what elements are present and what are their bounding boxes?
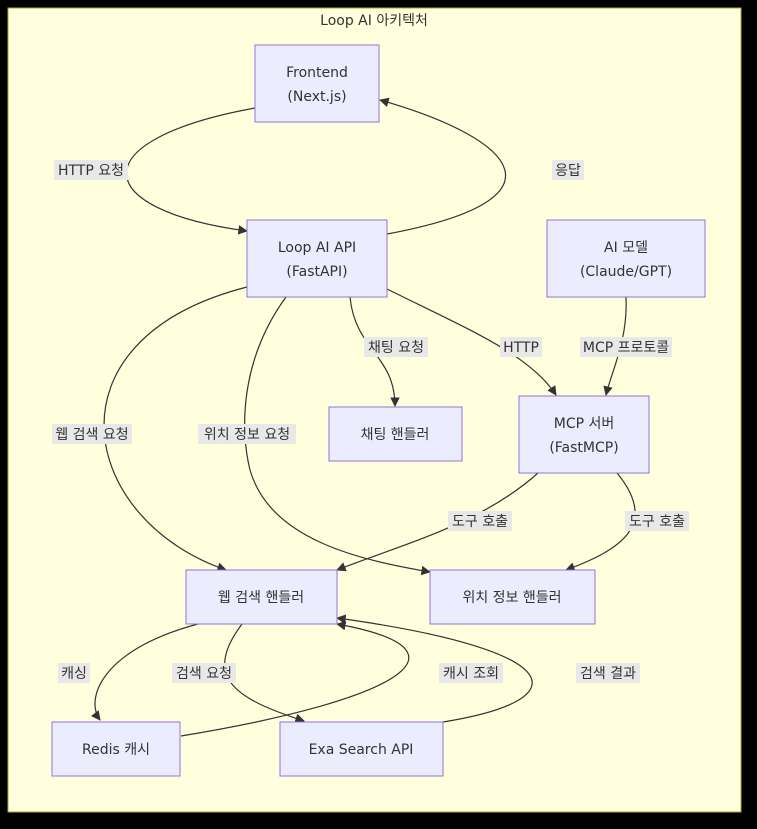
- svg-text:(Claude/GPT): (Claude/GPT): [580, 264, 672, 280]
- edge-webhandler-exa: [224, 623, 305, 723]
- svg-text:Loop AI API: Loop AI API: [278, 240, 356, 256]
- svg-text:웹 검색 요청: 웹 검색 요청: [55, 427, 128, 443]
- svg-text:Redis 캐시: Redis 캐시: [82, 742, 150, 758]
- diagram-title: Loop AI 아키텍처: [320, 13, 428, 29]
- svg-text:HTTP 요청: HTTP 요청: [58, 163, 124, 179]
- edge-exa-webhandler: [336, 614, 533, 723]
- label-search-request: 검색 요청: [172, 663, 236, 683]
- node-frontend[interactable]: Frontend (Next.js): [254, 44, 380, 123]
- edge-api-mcp: [386, 288, 557, 396]
- label-web-search-request: 웹 검색 요청: [52, 424, 132, 444]
- edge-redis-webhandler: [180, 620, 410, 737]
- label-chat-request: 채팅 요청: [364, 337, 428, 357]
- node-loop-ai-api[interactable]: Loop AI API (FastAPI): [246, 219, 388, 298]
- svg-text:MCP 서버: MCP 서버: [554, 416, 615, 432]
- svg-text:도구 호출: 도구 호출: [629, 514, 685, 530]
- edge-mcp-location: [565, 472, 636, 572]
- svg-text:채팅 요청: 채팅 요청: [368, 340, 424, 356]
- label-location-request: 위치 정보 요청: [198, 424, 296, 444]
- svg-text:MCP 프로토콜: MCP 프로토콜: [583, 340, 669, 356]
- svg-text:AI 모델: AI 모델: [604, 240, 648, 256]
- node-ai-model[interactable]: AI 모델 (Claude/GPT): [546, 219, 706, 298]
- label-response: 응답: [552, 160, 584, 180]
- label-tool-call-1: 도구 호출: [448, 511, 512, 531]
- svg-text:위치 정보 핸들러: 위치 정보 핸들러: [462, 590, 561, 606]
- node-chat-handler[interactable]: 채팅 핸들러: [328, 406, 463, 462]
- svg-text:도구 호출: 도구 호출: [452, 514, 508, 530]
- svg-text:위치 정보 요청: 위치 정보 요청: [204, 427, 290, 443]
- svg-text:응답: 응답: [555, 163, 581, 179]
- node-web-search-handler[interactable]: 웹 검색 핸들러: [185, 569, 338, 625]
- svg-text:검색 결과: 검색 결과: [580, 666, 636, 682]
- node-location-handler[interactable]: 위치 정보 핸들러: [429, 569, 596, 625]
- svg-text:검색 요청: 검색 요청: [176, 666, 232, 682]
- label-http: HTTP: [500, 337, 542, 357]
- svg-text:HTTP: HTTP: [503, 340, 539, 356]
- svg-text:(Next.js): (Next.js): [287, 89, 346, 105]
- svg-text:Exa Search API: Exa Search API: [309, 742, 414, 758]
- svg-text:채팅 핸들러: 채팅 핸들러: [361, 427, 430, 443]
- svg-text:(FastMCP): (FastMCP): [549, 440, 618, 456]
- label-cache-lookup: 캐시 조회: [439, 663, 503, 683]
- label-search-result: 검색 결과: [576, 663, 640, 683]
- label-caching: 캐싱: [58, 663, 90, 683]
- svg-text:Frontend: Frontend: [286, 65, 348, 81]
- node-exa-search-api[interactable]: Exa Search API: [279, 721, 444, 777]
- edge-api-location: [244, 296, 431, 576]
- svg-text:(FastAPI): (FastAPI): [286, 264, 347, 280]
- edge-webhandler-redis: [90, 623, 199, 721]
- label-mcp-protocol: MCP 프로토콜: [580, 337, 672, 357]
- edge-mcp-webhandler: [336, 472, 539, 572]
- node-mcp-server[interactable]: MCP 서버 (FastMCP): [518, 395, 650, 474]
- svg-text:캐싱: 캐싱: [61, 666, 87, 682]
- label-http-request: HTTP 요청: [54, 160, 128, 180]
- svg-text:캐시 조회: 캐시 조회: [443, 666, 499, 682]
- label-tool-call-2: 도구 호출: [625, 511, 689, 531]
- node-redis-cache[interactable]: Redis 캐시: [51, 721, 181, 777]
- edge-api-frontend: [379, 97, 506, 235]
- svg-text:웹 검색 핸들러: 웹 검색 핸들러: [218, 590, 304, 606]
